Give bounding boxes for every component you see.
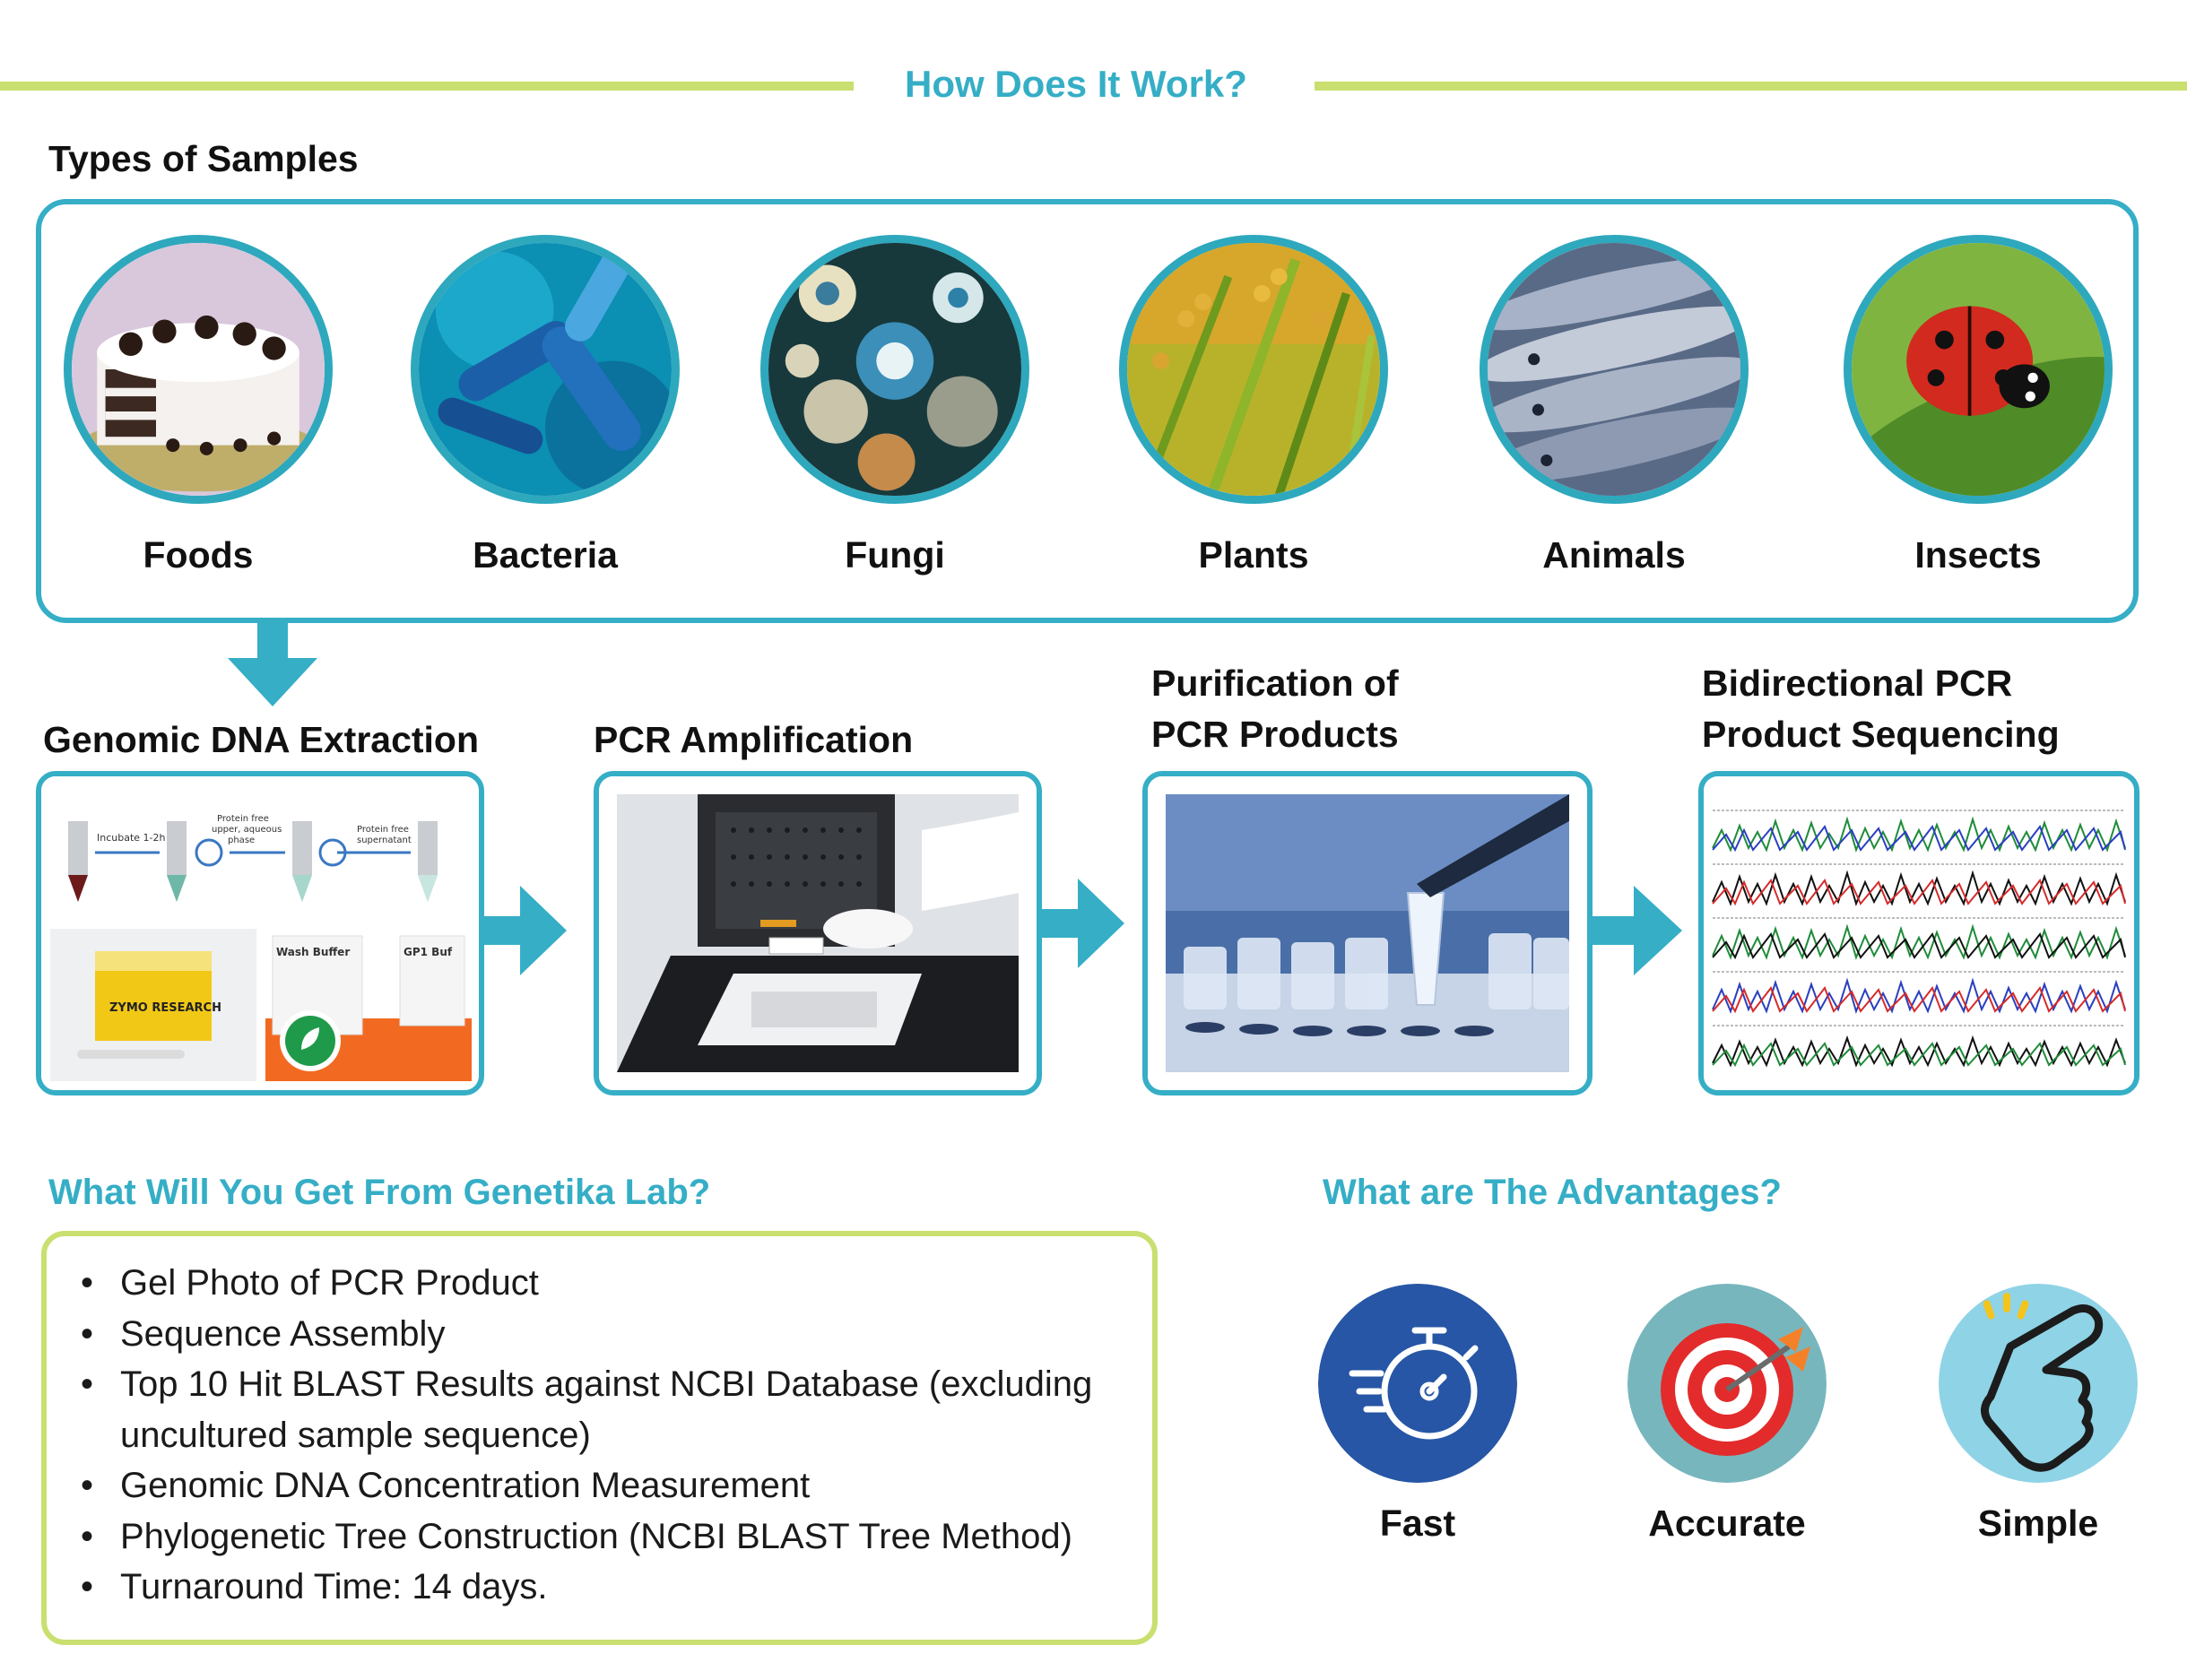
right-arrow-icon (1593, 886, 1682, 975)
rice-plant-photo-icon (1119, 235, 1388, 504)
list-item: Turnaround Time: 14 days. (74, 1562, 1125, 1613)
list-item: Genomic DNA Concentration Measurement (74, 1460, 1125, 1511)
incubate-label: Incubate 1-2h (97, 832, 166, 844)
sample-label: Fungi (845, 534, 945, 576)
advantage-fast: Fast (1310, 1284, 1525, 1545)
ladybug-photo-icon (1844, 235, 2113, 504)
svg-text:Protein free: Protein free (357, 825, 409, 835)
step-title-extraction: Genomic DNA Extraction (43, 719, 480, 760)
deliverables-heading: What Will You Get From Genetika Lab? (48, 1173, 711, 1212)
step-box-sequencing (1698, 771, 2139, 1095)
hand-tap-icon (1939, 1284, 2138, 1483)
fish-photo-icon (1480, 235, 1749, 504)
wash-buffer-label: Wash Buffer (276, 946, 350, 958)
sample-bacteria: Bacteria (406, 235, 684, 576)
advantage-accurate: Accurate (1619, 1284, 1835, 1545)
svg-text:supernatant: supernatant (357, 836, 412, 845)
sample-label: Bacteria (473, 534, 618, 576)
down-arrow-icon (228, 620, 317, 706)
sample-plants: Plants (1115, 235, 1393, 576)
stopwatch-icon (1318, 1284, 1517, 1483)
list-item: Phylogenetic Tree Construction (NCBI BLA… (74, 1511, 1125, 1563)
sample-foods: Foods (59, 235, 337, 576)
svg-text:phase: phase (228, 836, 255, 845)
sample-label: Plants (1198, 534, 1309, 576)
step-title-pcr: PCR Amplification (594, 719, 914, 760)
sample-animals: Animals (1475, 235, 1753, 576)
step-box-extraction: Incubate 1-2h Protein free upper, aqueou… (36, 771, 484, 1095)
page-title: How Does It Work? (905, 63, 1247, 105)
svg-text:upper, aqueous: upper, aqueous (212, 825, 282, 835)
gp1-buffer-label: GP1 Buf (404, 946, 453, 958)
advantage-label: Simple (1977, 1502, 2099, 1544)
target-icon (1627, 1284, 1827, 1483)
list-item: Top 10 Hit BLAST Results against NCBI Da… (74, 1359, 1125, 1460)
right-arrow-icon (484, 886, 567, 975)
samples-panel (36, 199, 2139, 623)
cake-photo-icon (64, 235, 333, 504)
header-line-left (0, 82, 854, 91)
advantages-heading: What are The Advantages? (1323, 1173, 1782, 1212)
sample-insects: Insects (1839, 235, 2117, 576)
advantage-simple: Simple (1931, 1284, 2146, 1545)
sample-label: Insects (1914, 534, 2042, 576)
deliverables-panel: Gel Photo of PCR Product Sequence Assemb… (41, 1231, 1158, 1645)
step-title-purification: Purification of PCR Products (1151, 662, 1399, 755)
deliverables-list: Gel Photo of PCR Product Sequence Assemb… (74, 1258, 1125, 1613)
sample-label: Animals (1542, 534, 1686, 576)
header-line-right (1315, 82, 2187, 91)
kit-brand-label: ZYMO RESEARCH (109, 1001, 221, 1015)
step-title-sequencing: Bidirectional PCR Product Sequencing (1702, 662, 2060, 755)
step-box-purification (1142, 771, 1593, 1095)
advantage-label: Fast (1379, 1502, 1456, 1544)
sample-fungi: Fungi (756, 235, 1034, 576)
list-item: Gel Photo of PCR Product (74, 1258, 1125, 1309)
bacteria-photo-icon (411, 235, 680, 504)
advantage-label: Accurate (1648, 1502, 1806, 1544)
svg-text:Protein free: Protein free (217, 814, 269, 824)
list-item: Sequence Assembly (74, 1309, 1125, 1360)
step-box-pcr (594, 771, 1042, 1095)
fungi-photo-icon (760, 235, 1029, 504)
right-arrow-icon (1042, 879, 1124, 968)
sample-label: Foods (143, 534, 254, 576)
samples-heading: Types of Samples (48, 138, 359, 179)
